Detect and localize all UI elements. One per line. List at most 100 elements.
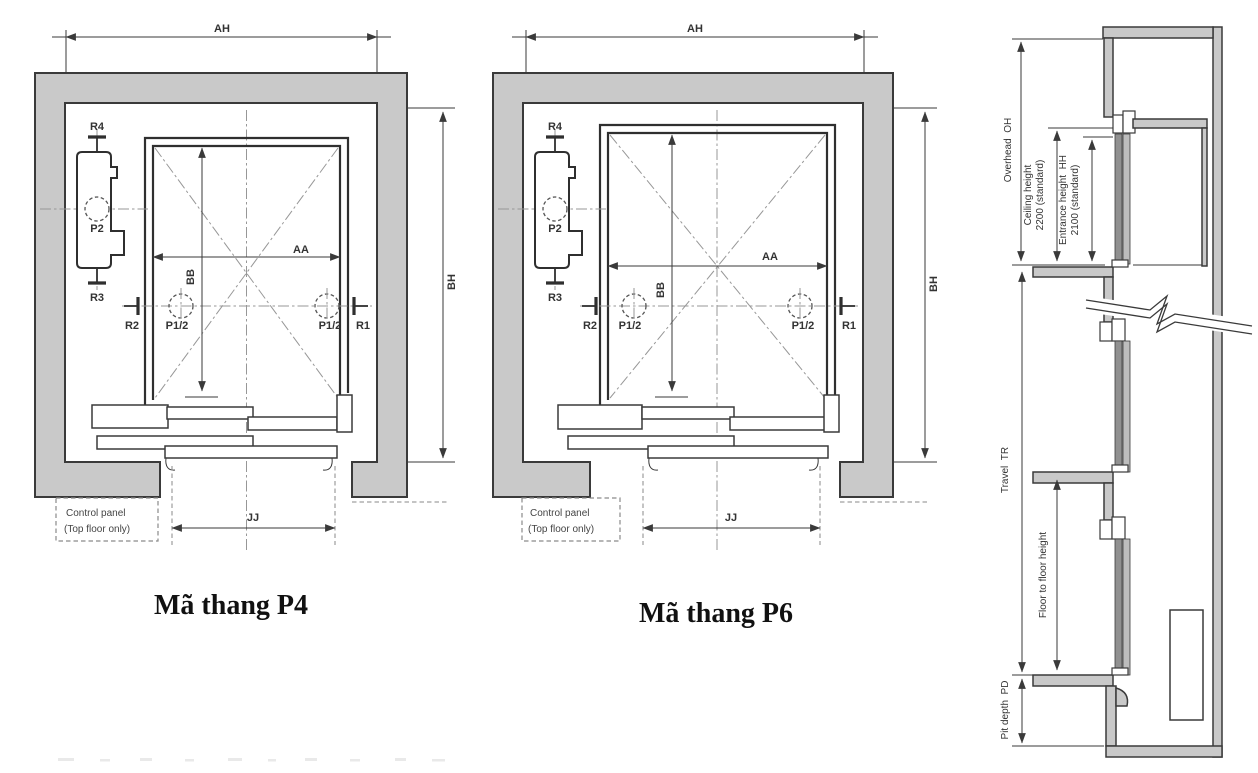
cab-diagonal [154,147,339,399]
car-cab [143,136,350,407]
load-point-label: P1/2 [619,320,642,332]
dimension-bb: BB [185,147,218,398]
dim-label-overhead: Overhead OH [1003,118,1014,182]
counterweight-outline [76,151,125,269]
dim-label-jj: JJ [725,512,737,524]
dimension-ceiling-height: Ceiling height 2200 (standard) [1023,127,1113,262]
door-header [1111,318,1126,342]
door-panel [1122,538,1131,676]
dim-label-aa: AA [293,244,309,256]
rail-r1-label: R1 [842,320,856,332]
landing-sill [1111,259,1129,268]
door-panel [1114,538,1123,676]
dimension-floor-to-floor: Floor to floor height [1038,479,1061,671]
dim-label-aa: AA [762,251,778,263]
landing-door-panel [647,445,829,459]
counterweight: P2 R4 R3 [498,121,606,304]
door-panel [1122,133,1131,265]
door-panel [1114,340,1123,473]
plan-title-p6: Mã thang P6 [639,598,793,629]
guide-rails: R2 P1/2 P1/2 R1 [580,288,858,332]
counterweight-rope-circle [84,196,110,222]
rail-r3-label: R3 [548,292,562,304]
control-panel-note: Control panel (Top floor only) [521,497,621,542]
dim-label-entrance-1: Entrance height HH [1058,155,1069,245]
rail-r2-label: R2 [583,320,597,332]
counterweight-label: P2 [90,223,103,235]
door-jamb-hook [322,457,333,471]
cropped-footnote-fragment [58,758,445,762]
rail-r4-label: R4 [548,121,563,133]
shaft-back-wall [1212,26,1223,758]
car-door-panel [641,406,735,420]
load-point-label: P1/2 [792,320,815,332]
counterweight: P2 R4 R3 [40,121,148,304]
dimension-aa: AA [607,251,828,270]
control-panel-box [521,497,621,542]
dim-label-bh: BH [446,274,458,290]
rail-r3-label: R3 [90,292,104,304]
dim-label-bh: BH [928,276,940,292]
shaft-wall [34,72,408,498]
dimension-pit-depth: Pit depth PD [1000,674,1104,747]
dim-label-ceiling-2: 2200 (standard) [1035,160,1046,231]
door-header [1111,516,1126,540]
dimension-jj: JJ [642,512,821,532]
dimension-entrance-height: Entrance height HH 2100 (standard) [1058,136,1113,262]
dimension-jj: JJ [171,512,336,532]
sill-ledge [557,404,643,430]
pit-toe-guard [1115,687,1129,707]
cab-outer-wall [598,123,837,407]
dimension-aa: AA [152,244,341,261]
dimension-ah: AH [512,23,878,100]
cab-inner-wall [151,144,342,400]
bottom-floor-slab [1032,674,1114,687]
control-panel-box [55,497,159,542]
sill-ledge [91,404,169,429]
door-panel [1122,340,1131,473]
car-door-panel [166,406,254,420]
sill-step [823,394,840,433]
section-view: Overhead OH Ceiling height 2200 (standar… [1000,26,1256,758]
load-point-label: P1/2 [166,320,189,332]
control-panel-line1: Control panel [66,508,125,519]
pit-floor [1105,745,1223,758]
door-jamb-hook [648,457,659,471]
dim-label-bb: BB [185,269,197,285]
dim-label-ceiling-1: Ceiling height [1023,164,1034,225]
guide-rails: R2 P1/2 P1/2 R1 [122,288,372,332]
landing-sill [1111,667,1129,676]
top-floor-slab [1032,266,1114,278]
control-panel-line1: Control panel [530,508,589,519]
load-point-label: P1/2 [319,320,342,332]
pit-front-wall [1105,685,1117,747]
cab-outer-wall [143,136,350,407]
counterweight-rope-circle [542,196,568,222]
rail-r4-label: R4 [90,121,105,133]
break-line-upper [1085,294,1253,327]
dim-label-pit: Pit depth PD [1000,681,1011,740]
plan-p6: AH P2 R4 R3 R2 [492,23,940,629]
rail-r2-label: R2 [125,320,139,332]
plan-title-p4: Mã thang P4 [154,590,308,621]
car-door-panel [729,416,827,431]
front-wall-segment [1103,482,1114,521]
plan-p4: AH P2 R4 R3 [34,23,458,621]
door-panel [1114,133,1123,265]
dimension-bh: BH [408,107,458,463]
buffer-block [1169,609,1204,721]
control-panel-line2: (Top floor only) [528,524,594,535]
control-panel-note: Control panel (Top floor only) [55,497,159,542]
dimension-bb: BB [655,134,688,398]
door-header [1099,321,1113,342]
door-header [1099,519,1113,540]
dimension-travel: Travel TR [1000,271,1026,673]
landing-sill [1111,464,1129,473]
landing-door-panel [164,445,338,459]
counterweight-label: P2 [548,223,561,235]
door-jamb-hook [165,457,176,471]
cab-diagonal [609,134,826,399]
door-sill-assembly [91,394,448,545]
